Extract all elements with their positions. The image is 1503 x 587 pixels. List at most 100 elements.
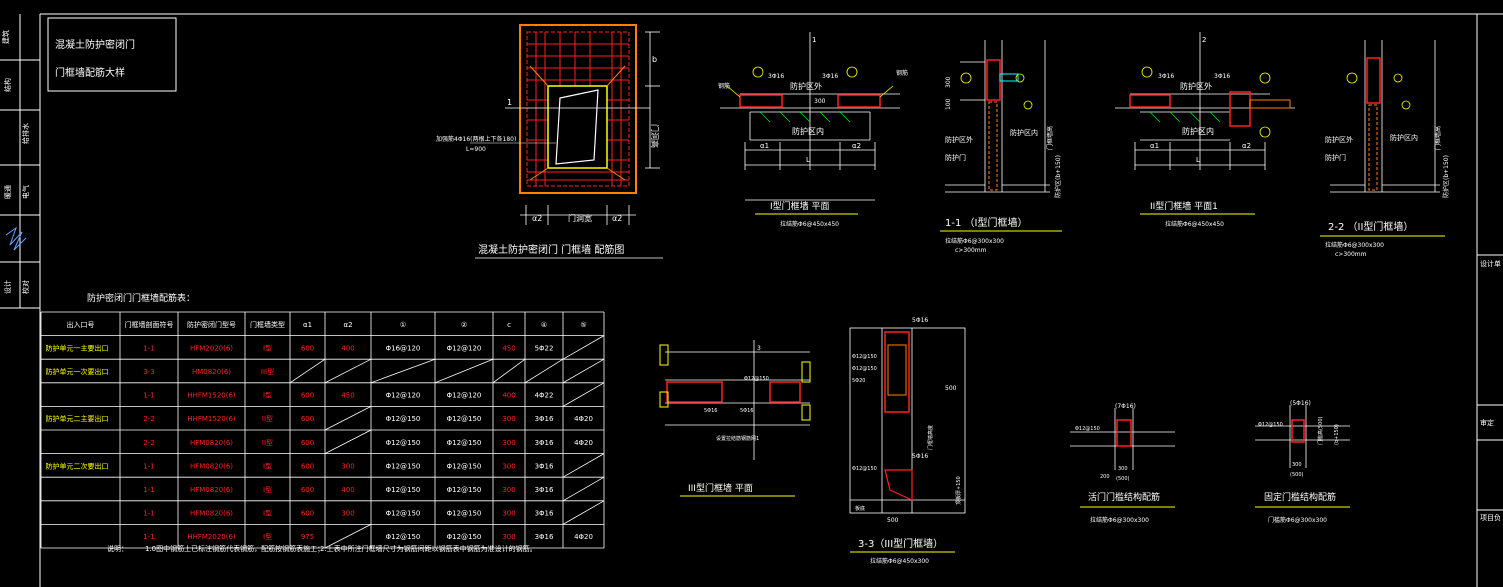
note-1: 1.0图中钢筋上已标注钢筋代表钢筋，配筋按钢筋表施工； xyxy=(145,544,324,553)
table-cell: 300 xyxy=(502,533,515,541)
table-cell: 2-2 xyxy=(143,439,154,447)
table-cell: HM0820(6) xyxy=(192,368,231,376)
notes: 说明： 1.0图中钢筋上已标注钢筋代表钢筋，配筋按钢筋表施工； 2.上表中所注门… xyxy=(107,544,537,553)
plan3-l2: 5Φ16 xyxy=(704,408,717,414)
sidebar-label-4: 暖通 xyxy=(3,185,12,199)
table-cell: Φ16@120 xyxy=(386,344,421,352)
table-cell: I型 xyxy=(263,509,272,518)
plan1-a2: α2 xyxy=(852,142,861,150)
s33-top: 5Φ16 xyxy=(912,317,928,324)
s22-side2: 防护区(b+150) xyxy=(1442,155,1450,198)
title-line-2: 门框墙配筋大样 xyxy=(55,66,125,79)
table-cell: Φ12@150 xyxy=(386,415,421,423)
plan-type2: 防护区外 防护区内 3Φ16 3Φ16 α1 L α2 2 II型门框墙 平面1… xyxy=(1115,32,1295,228)
plan1-inner: 防护区内 xyxy=(792,126,824,136)
plan1-L: L xyxy=(806,156,810,164)
table-cell: 300 xyxy=(502,415,515,423)
table-cell: 450 xyxy=(341,392,354,400)
table-cell: 600 xyxy=(301,510,314,518)
table-cell: Φ12@120 xyxy=(386,392,421,400)
table-cell: I型 xyxy=(263,461,272,470)
s11-door: 防护门 xyxy=(945,153,966,162)
s33-side: 门框墙高度 xyxy=(927,425,934,450)
plan3-title: III型门框墙 平面 xyxy=(688,482,753,494)
table-cell: II型 xyxy=(262,414,273,423)
ad-title: 活门门槛结构配筋 xyxy=(1088,491,1160,503)
plan1-section: 1 xyxy=(812,36,816,44)
table-cell: 3Φ16 xyxy=(535,510,554,518)
table-cell: 600 xyxy=(301,486,314,494)
table-cell: 3Φ16 xyxy=(535,415,554,423)
table-cell: 600 xyxy=(301,439,314,447)
s11-dim-a: 300 xyxy=(945,76,952,88)
table-cell: 3Φ16 xyxy=(535,486,554,494)
sidebar-label-3: 给排水 xyxy=(21,123,30,144)
table-cell: 3-3 xyxy=(143,368,154,376)
table-cell: HHFM1520(6) xyxy=(187,415,236,423)
s11-side2: 防护区(b+150) xyxy=(1054,155,1062,198)
right-label-2: 审定 xyxy=(1480,418,1494,427)
sidebar-label-1: 建筑 xyxy=(1,30,10,44)
table-cell: 防护单元一次要出口 xyxy=(46,367,109,376)
table-cell: Φ12@150 xyxy=(386,510,421,518)
table-cell: Φ12@150 xyxy=(447,486,482,494)
plan-type1: 防护区外 防护区内 3Φ16 3Φ16 300 α1 L α2 1 钢筋 钢筋 … xyxy=(718,32,908,228)
table-header: c xyxy=(507,321,511,329)
table-cell: 防护单元二主要出口 xyxy=(46,414,109,423)
s11-sub1: 拉结筋Φ6@300x300 xyxy=(945,237,1004,245)
table-cell: 600 xyxy=(301,344,314,352)
fd-side2: (b+150) xyxy=(1334,424,1340,445)
table-cell: 4Φ20 xyxy=(574,439,593,447)
s11-title: 1-1 （I型门框墙） xyxy=(945,216,1027,229)
plan3-l4: 设置拉结筋钢筋网1 xyxy=(716,435,759,442)
table-cell: I型 xyxy=(263,391,272,400)
table-cell: 300 xyxy=(502,439,515,447)
table-cell: Φ12@150 xyxy=(386,439,421,447)
table-cell: 300 xyxy=(502,486,515,494)
main-section-mark: 1 xyxy=(507,98,512,107)
s22-inner: 防护区内 xyxy=(1390,133,1418,142)
table-cell: 1-1 xyxy=(143,486,154,494)
table-cell: 防护单元一主要出口 xyxy=(46,343,109,352)
table-cell: 400 xyxy=(502,392,515,400)
s33-500: 500 xyxy=(945,385,957,392)
note-2: 2.上表中所注门框墙尺寸为钢筋间距以钢筋表中钢筋为准设计的钢筋。 xyxy=(320,544,537,553)
plan2-right: 3Φ16 xyxy=(1214,73,1230,80)
table-cell: HFM0820(6) xyxy=(190,486,233,494)
s22-title: 2-2 （II型门框墙） xyxy=(1328,220,1413,233)
table-cell: Φ12@150 xyxy=(386,486,421,494)
table-header: ⑤ xyxy=(580,321,586,329)
table-cell: 300 xyxy=(341,462,354,470)
table-cell: 1-1 xyxy=(143,510,154,518)
table-cell: 450 xyxy=(502,344,515,352)
table-cell: Φ12@150 xyxy=(447,510,482,518)
right-strip: 设计单 审定 项目负 xyxy=(1480,259,1501,522)
s33-a: Φ12@150 xyxy=(852,354,877,360)
s22-side: 门框墙高 xyxy=(1434,126,1442,150)
fixed-door-threshold: (5Φ16) Φ12@150 300 (500) 门槛高(500) (b+150… xyxy=(1255,400,1350,524)
main-dim-height: 门洞高 xyxy=(650,124,660,148)
table-cell: 5Φ22 xyxy=(535,344,554,352)
s33-b: Φ12@150 xyxy=(852,366,877,372)
table-header: 门框墙剖面符号 xyxy=(125,320,174,329)
table-cell: HHFM2020(6) xyxy=(187,533,236,541)
table-cell: HFM0820(6) xyxy=(190,439,233,447)
fd-top: (5Φ16) xyxy=(1290,400,1311,407)
table-cell: 600 xyxy=(301,415,314,423)
s22-sub2: c>300mm xyxy=(1335,251,1367,258)
sidebar-label-5: 电气 xyxy=(21,185,30,199)
table-cell: 300 xyxy=(341,510,354,518)
table-header: 出入口号 xyxy=(67,320,95,329)
table-cell: Φ12@150 xyxy=(447,462,482,470)
table-cell: 3Φ16 xyxy=(535,462,554,470)
table-cell: 300 xyxy=(502,510,515,518)
plan2-title: II型门框墙 平面1 xyxy=(1150,200,1218,212)
sidebar: 建筑 结构 给排水 暖通 电气 设计 校对 xyxy=(1,30,30,294)
ad-dim2: (500) xyxy=(1116,476,1129,482)
main-note-2: L=900 xyxy=(466,146,486,153)
ad-top: (7Φ16) xyxy=(1115,403,1136,410)
plan3-l1: Φ12@150 xyxy=(744,376,769,382)
s22-door: 防护门 xyxy=(1325,153,1346,162)
